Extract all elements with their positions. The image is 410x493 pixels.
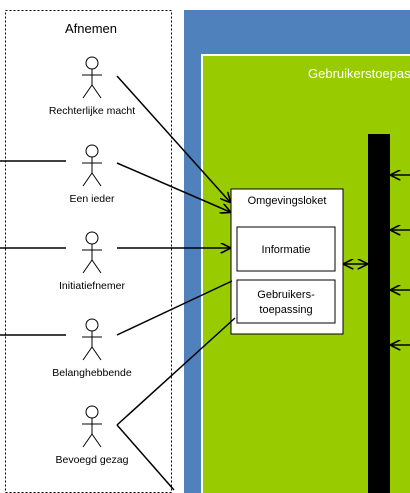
gebruikerstoepassing-title: Gebruikerstoepas	[308, 66, 410, 81]
actor-label: Initiatiefnemer	[59, 280, 125, 292]
actors-panel-title: Afnemen	[65, 21, 117, 36]
informatie-box	[236, 226, 336, 272]
gebruikerstoepassing-box-line2: toepassing	[259, 304, 312, 316]
actor-figure	[82, 144, 102, 187]
informatie-label: Informatie	[262, 244, 311, 256]
actor-figure	[82, 56, 102, 99]
actors-panel	[5, 10, 172, 493]
gebruikerstoepassing-box	[236, 279, 336, 324]
connectors	[0, 75, 410, 491]
actor-label: Belanghebbende	[52, 367, 132, 379]
actor-label: Een ieder	[70, 193, 115, 205]
connector-line	[116, 317, 236, 426]
omgevingsloket-title: Omgevingsloket	[248, 195, 327, 207]
actor-figure	[82, 405, 102, 448]
connector-line	[116, 162, 230, 212]
black-bus-bar	[368, 134, 390, 493]
actor-figure	[82, 231, 102, 274]
actor-label: Bevoegd gezag	[56, 454, 129, 466]
actor-label: Rechterlijke macht	[49, 105, 135, 117]
connector-line	[116, 280, 233, 336]
connector-line	[116, 75, 230, 202]
actor-figure	[82, 318, 102, 361]
connector-line	[116, 424, 175, 491]
gebruikerstoepassing-box-line1: Gebruikers-	[257, 289, 315, 301]
